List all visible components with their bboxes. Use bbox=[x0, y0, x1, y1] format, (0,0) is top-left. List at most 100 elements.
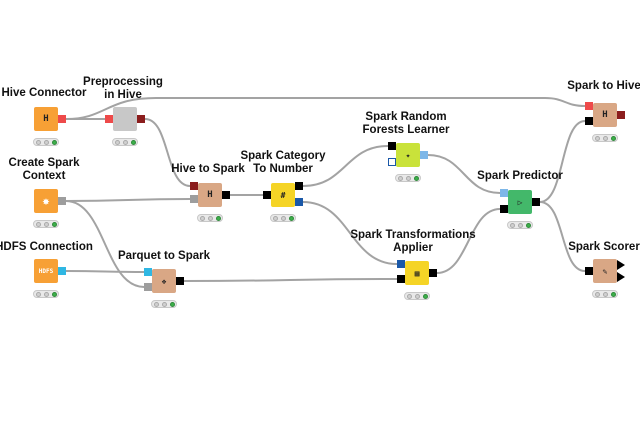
node-label-spark-to-hive: Spark to Hive bbox=[567, 80, 640, 92]
hive-to-spark-icon: H bbox=[207, 190, 213, 200]
node-hive-connector[interactable]: H bbox=[34, 107, 58, 131]
connection-spark-random-forests-learner-to-spark-predictor[interactable] bbox=[427, 154, 501, 194]
status-light-off bbox=[518, 223, 523, 228]
input-port[interactable] bbox=[500, 189, 508, 197]
node-parquet-to-spark[interactable]: ❖ bbox=[152, 269, 176, 293]
hive-icon: H bbox=[43, 114, 49, 124]
status-light-off bbox=[44, 140, 49, 145]
connection-spark-category-to-number-to-spark-transformations-applier[interactable] bbox=[302, 201, 398, 265]
parquet-icon: ❖ bbox=[161, 276, 167, 286]
node-spark-scorer[interactable]: ✎ bbox=[593, 259, 617, 283]
status-light-off bbox=[273, 216, 278, 221]
node-preprocessing-in-hive[interactable] bbox=[113, 107, 137, 131]
connection-hive-connector-to-spark-to-hive[interactable] bbox=[65, 97, 586, 120]
status-light-off bbox=[415, 294, 420, 299]
status-light-green bbox=[216, 216, 221, 221]
connection-spark-category-to-number-to-spark-random-forests-learner[interactable] bbox=[302, 145, 389, 187]
status-light-off bbox=[603, 292, 608, 297]
input-port[interactable] bbox=[500, 205, 508, 213]
status-light-green bbox=[170, 302, 175, 307]
output-port[interactable] bbox=[58, 115, 66, 123]
node-spark-category-to-number[interactable]: # bbox=[271, 183, 295, 207]
output-port[interactable] bbox=[617, 272, 625, 282]
connection-spark-transformations-applier-to-spark-predictor[interactable] bbox=[436, 208, 501, 274]
input-port[interactable] bbox=[144, 268, 152, 276]
scorer-icon: ✎ bbox=[602, 266, 608, 276]
status-light-green bbox=[611, 136, 616, 141]
output-port[interactable] bbox=[532, 198, 540, 206]
node-status-traffic-light bbox=[33, 138, 59, 146]
node-status-traffic-light bbox=[395, 174, 421, 182]
node-status-traffic-light bbox=[197, 214, 223, 222]
node-label-parquet-to-spark: Parquet to Spark bbox=[117, 250, 211, 262]
output-port[interactable] bbox=[429, 269, 437, 277]
node-status-traffic-light bbox=[270, 214, 296, 222]
node-label-spark-category-to-number: Spark Category To Number bbox=[240, 150, 326, 175]
spark-icon: ✸ bbox=[42, 194, 50, 208]
input-port[interactable] bbox=[397, 260, 405, 268]
status-light-off bbox=[281, 216, 286, 221]
status-light-off bbox=[123, 140, 128, 145]
input-port[interactable] bbox=[190, 195, 198, 203]
status-light-off bbox=[36, 222, 41, 227]
output-port[interactable] bbox=[176, 277, 184, 285]
input-port[interactable] bbox=[144, 283, 152, 291]
connection-create-spark-context-to-parquet-to-spark[interactable] bbox=[65, 200, 145, 288]
node-spark-predictor[interactable]: ▷ bbox=[508, 190, 532, 214]
node-label-spark-random-forests-learner: Spark Random Forests Learner bbox=[362, 111, 450, 136]
input-port[interactable] bbox=[585, 267, 593, 275]
node-spark-random-forests-learner[interactable]: ✦ bbox=[396, 143, 420, 167]
node-label-create-spark-context: Create Spark Context bbox=[8, 157, 80, 182]
status-light-off bbox=[208, 216, 213, 221]
output-port[interactable] bbox=[58, 197, 66, 205]
node-label-hdfs-connection: HDFS Connection bbox=[0, 241, 93, 253]
node-label-spark-predictor: Spark Predictor bbox=[477, 170, 563, 182]
connection-hdfs-connection-to-parquet-to-spark[interactable] bbox=[65, 270, 145, 273]
status-light-off bbox=[200, 216, 205, 221]
output-port[interactable] bbox=[58, 267, 66, 275]
transform-icon: ▦ bbox=[414, 268, 420, 278]
status-light-off bbox=[510, 223, 515, 228]
node-status-traffic-light bbox=[33, 290, 59, 298]
node-hive-to-spark[interactable]: H bbox=[198, 183, 222, 207]
input-port[interactable] bbox=[585, 102, 593, 110]
status-light-green bbox=[289, 216, 294, 221]
input-port[interactable] bbox=[105, 115, 113, 123]
output-port[interactable] bbox=[420, 151, 428, 159]
output-port[interactable] bbox=[137, 115, 145, 123]
node-status-traffic-light bbox=[33, 220, 59, 228]
output-port[interactable] bbox=[617, 260, 625, 270]
node-spark-transformations-applier[interactable]: ▦ bbox=[405, 261, 429, 285]
input-port[interactable] bbox=[397, 275, 405, 283]
status-light-green bbox=[423, 294, 428, 299]
input-port[interactable] bbox=[190, 182, 198, 190]
output-port[interactable] bbox=[222, 191, 230, 199]
node-spark-to-hive[interactable]: H bbox=[593, 103, 617, 127]
status-light-green bbox=[52, 222, 57, 227]
input-port[interactable] bbox=[585, 117, 593, 125]
status-light-off bbox=[115, 140, 120, 145]
node-create-spark-context[interactable]: ✸ bbox=[34, 189, 58, 213]
status-light-off bbox=[398, 176, 403, 181]
input-port[interactable] bbox=[388, 142, 396, 150]
node-label-spark-scorer: Spark Scorer bbox=[568, 241, 640, 253]
hdfs-lock-icon: HDFS bbox=[38, 267, 54, 275]
output-port[interactable] bbox=[617, 111, 625, 119]
connection-spark-predictor-to-spark-to-hive[interactable] bbox=[539, 120, 586, 203]
output-port[interactable] bbox=[295, 182, 303, 190]
node-hdfs-connection[interactable]: HDFS bbox=[34, 259, 58, 283]
status-light-green bbox=[526, 223, 531, 228]
connection-create-spark-context-to-hive-to-spark[interactable] bbox=[65, 198, 191, 202]
connection-spark-predictor-to-spark-scorer[interactable] bbox=[539, 201, 586, 272]
input-port[interactable] bbox=[388, 158, 396, 166]
output-port[interactable] bbox=[295, 198, 303, 206]
connection-parquet-to-spark-to-spark-transformations-applier[interactable] bbox=[183, 278, 398, 282]
status-light-off bbox=[36, 292, 41, 297]
status-light-off bbox=[603, 136, 608, 141]
predictor-icon: ▷ bbox=[517, 197, 523, 207]
input-port[interactable] bbox=[263, 191, 271, 199]
connection-preprocessing-in-hive-to-hive-to-spark[interactable] bbox=[144, 118, 191, 187]
status-light-off bbox=[36, 140, 41, 145]
